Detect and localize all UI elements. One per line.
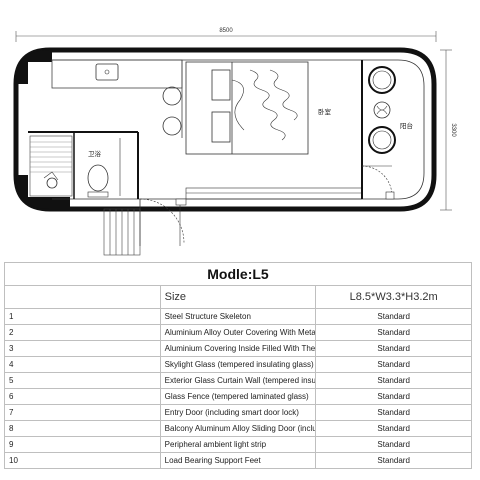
bathroom: 卫浴 [28,131,139,199]
balcony-door [361,165,395,200]
row-value: Standard [315,340,472,357]
row-value: Standard [315,452,472,469]
row-value: Standard [315,404,472,421]
bathroom-label: 卫浴 [88,149,102,158]
width-dimension-label: 3300 [450,123,456,137]
row-item: Steel Structure Skeleton [159,308,317,325]
row-number: 9 [4,436,161,453]
table-row: 2 Aluminium Alloy Outer Covering With Me… [4,324,472,341]
floor-plan: 8500 3300 [13,28,456,256]
row-item: Glass Fence (tempered laminated glass) [159,388,317,405]
row-value: Standard [315,436,472,453]
table-row: 10 Load Bearing Support Feet Standard [4,452,472,469]
length-dimension [15,31,437,42]
toilet-tank [87,191,109,198]
header-size-value: L8.5*W3.3*H3.2m [315,285,472,309]
sink [95,63,119,81]
table-row: 8 Balcony Aluminum Alloy Sliding Door (i… [4,420,472,437]
header-size-label: Size [159,285,317,309]
length-dimension-label: 8500 [219,28,233,34]
balcony-table [373,101,391,119]
spec-title-row: Modle:L5 [4,262,472,286]
row-item: Skylight Glass (tempered insulating glas… [159,356,317,373]
spec-header-row: Size L8.5*W3.3*H3.2m [4,285,472,309]
bar-stool [162,116,182,136]
table-row: 6 Glass Fence (tempered laminated glass)… [4,388,472,405]
row-item: Aluminium Alloy Outer Covering With Meta… [159,324,317,341]
model-title: Modle:L5 [4,262,472,286]
toilet-icon [87,164,109,192]
table-row: 1 Steel Structure Skeleton Standard [4,308,472,325]
row-value: Standard [315,388,472,405]
table-row: 9 Peripheral ambient light strip Standar… [4,436,472,453]
row-item: Exterior Glass Curtain Wall (tempered in… [159,372,317,389]
row-item: Entry Door (including smart door lock) [159,404,317,421]
row-number: 4 [4,356,161,373]
row-value: Standard [315,308,472,325]
row-item: Peripheral ambient light strip [159,436,317,453]
row-number: 6 [4,388,161,405]
shower-corner [43,171,59,181]
shower-drain [46,177,58,189]
spec-table: Modle:L5 Size L8.5*W3.3*H3.2m 1 Steel St… [4,262,472,469]
bed [185,61,309,155]
row-number: 10 [4,452,161,469]
row-number: 8 [4,420,161,437]
entry-door [139,198,187,246]
row-item: Aluminium Covering Inside Filled With Th… [159,340,317,357]
row-item: Load Bearing Support Feet [159,452,317,469]
row-value: Standard [315,420,472,437]
entry-steps [103,208,141,256]
wall-corner-top-left [16,50,52,84]
balcony-chair [368,126,396,154]
table-row: 3 Aluminium Covering Inside Filled With … [4,340,472,357]
width-dimension [440,49,452,211]
row-number: 3 [4,340,161,357]
bedroom-label: 卧室 [318,107,332,116]
wardrobe [185,187,363,200]
row-value: Standard [315,324,472,341]
table-row: 5 Exterior Glass Curtain Wall (tempered … [4,372,472,389]
row-value: Standard [315,372,472,389]
bar-stool [162,86,182,106]
shower-tray [29,135,73,197]
wall-corner-bottom-left [16,175,70,209]
balcony-label: 阳台 [400,121,413,130]
table-row: 4 Skylight Glass (tempered insulating gl… [4,356,472,373]
balcony-chair [368,66,396,94]
row-number: 7 [4,404,161,421]
table-row: 7 Entry Door (including smart door lock)… [4,404,472,421]
inner-wall [52,59,425,200]
row-number: 5 [4,372,161,389]
header-num [4,285,161,309]
row-number: 1 [4,308,161,325]
sink-drain [104,69,110,75]
row-item: Balcony Aluminum Alloy Sliding Door (inc… [159,420,317,437]
row-number: 2 [4,324,161,341]
row-value: Standard [315,356,472,373]
